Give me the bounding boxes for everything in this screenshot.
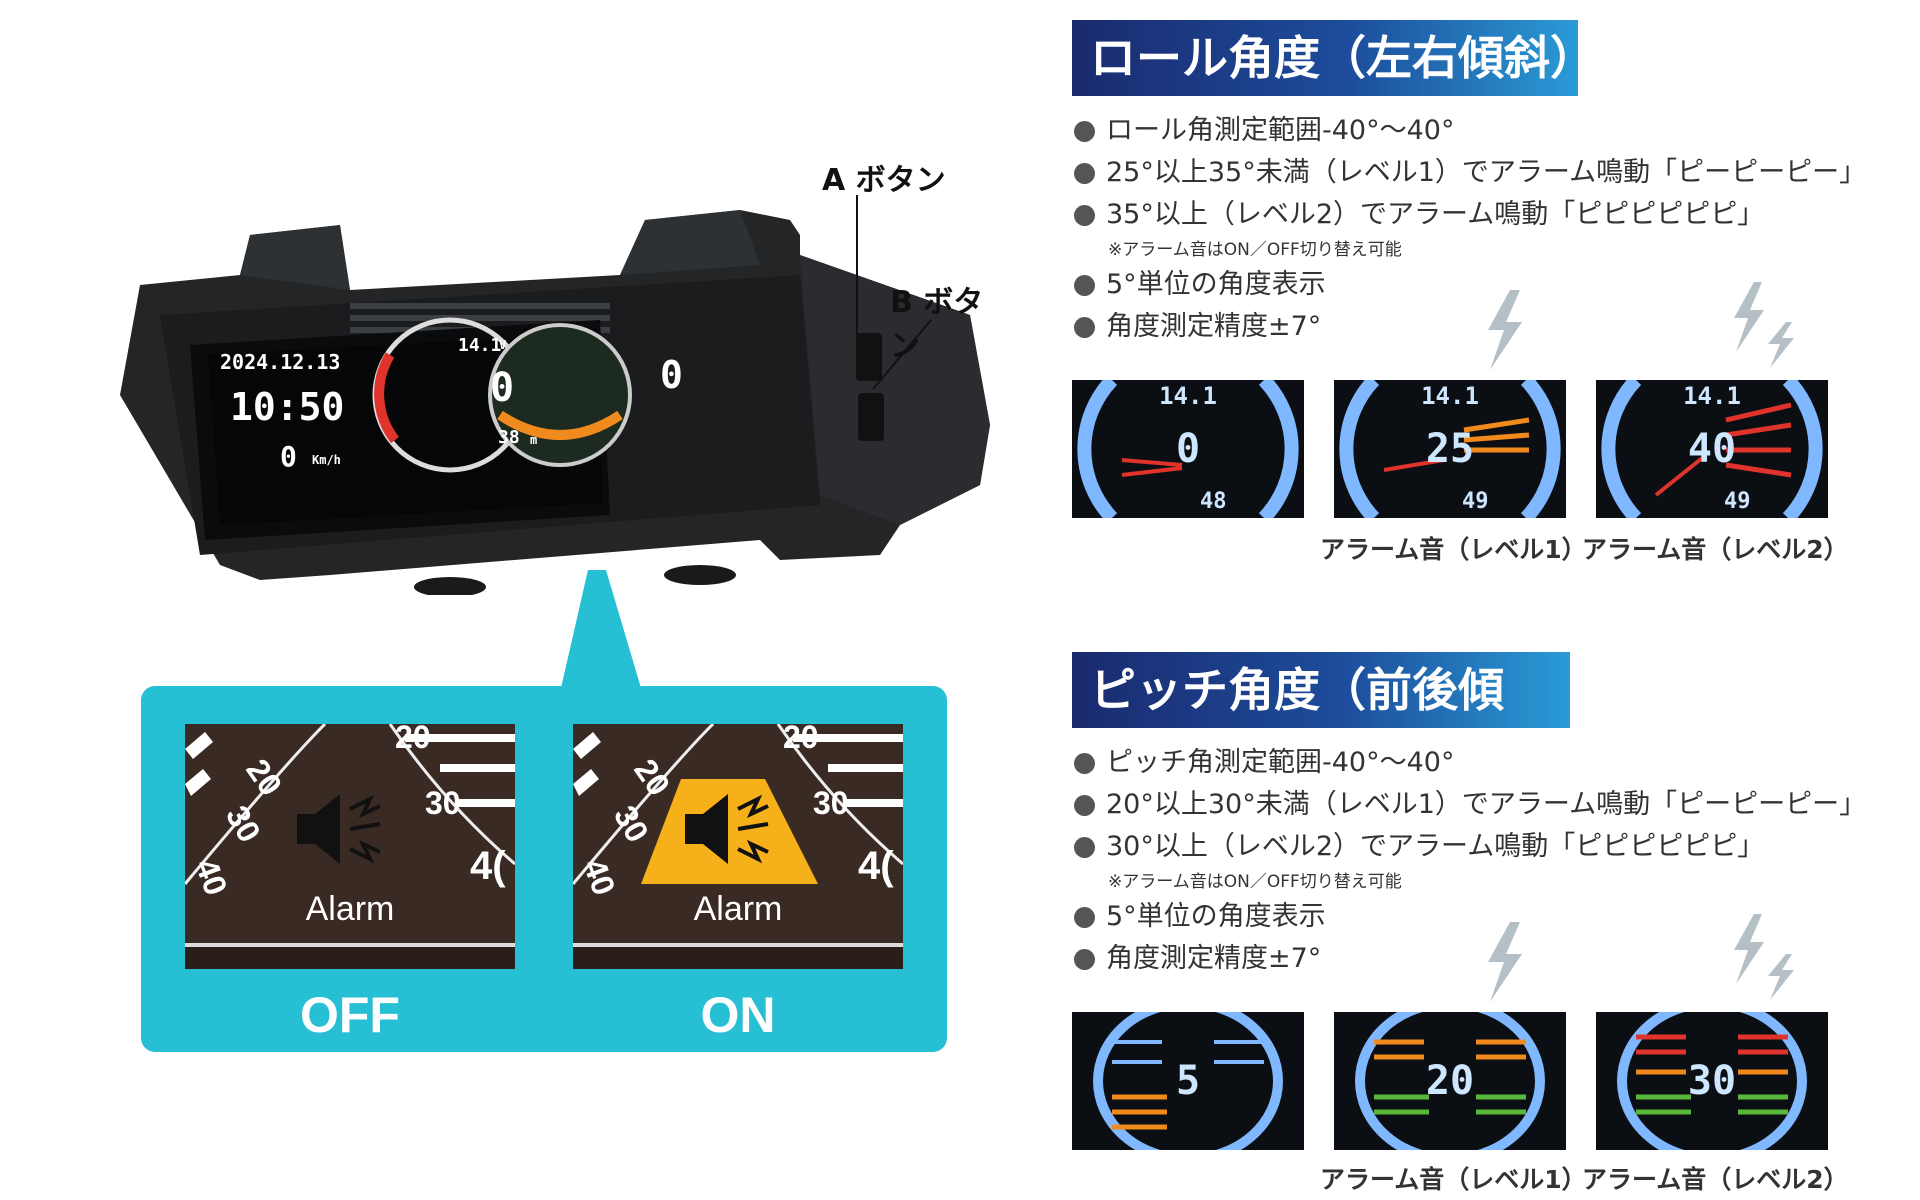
list-item: 5°単位の角度表示: [1074, 264, 1874, 306]
off-alarm-label: Alarm: [305, 890, 395, 928]
device-body: [120, 210, 990, 597]
screen-speed: 0: [280, 440, 297, 473]
pitch-thumb-2: 30: [1596, 1012, 1828, 1150]
speaker-icon: [685, 794, 769, 864]
pitch-section-title: ピッチ角度（前後傾斜）: [1072, 652, 1570, 793]
lightning-double-icon: [1734, 282, 1794, 368]
list-item: 25°以上35°未満（レベル1）でアラーム鳴動「ピーピーピー」: [1074, 152, 1874, 194]
screen-altitude-unit: m: [530, 433, 538, 447]
off-tick-40b: 4(: [470, 844, 506, 888]
off-tick-20a: 20: [239, 752, 289, 802]
pitch-thumb-0: 5: [1072, 1012, 1304, 1150]
bullet-icon: [1074, 163, 1095, 184]
list-note: ※アラーム音はON／OFF切り替え可能: [1108, 240, 1402, 260]
list-item: 30°以上（レベル2）でアラーム鳴動「ピピピピピピ」: [1074, 826, 1874, 868]
pitch-thumb-1: 20: [1334, 1012, 1566, 1150]
button-b-label: B ボタン: [890, 285, 984, 364]
off-tick-20b: 20: [395, 724, 431, 755]
alarm-on-panel: 20 20 30 30 40 4( Alarm: [573, 724, 903, 969]
off-tick-30b: 30: [425, 785, 461, 821]
list-note: ※アラーム音はON／OFF切り替え可能: [1108, 872, 1402, 892]
list-item: ピッチ角測定範囲-40°～40°: [1074, 742, 1874, 784]
off-state-label[interactable]: OFF: [300, 987, 400, 1043]
roll-section-title: ロール角度（左右傾斜）: [1072, 20, 1596, 96]
alarm-active-background: [641, 779, 818, 884]
button-a-label: A ボタン: [822, 163, 946, 198]
thumb-altitude: 48: [1200, 489, 1227, 514]
screen-time: 10:50: [230, 385, 345, 429]
thumb-voltage: 14.1: [1683, 382, 1741, 410]
lightning-double-icon: [1734, 914, 1794, 1000]
list-item: 35°以上（レベル2）でアラーム鳴動「ピピピピピピ」: [1074, 194, 1874, 236]
screen-altitude: 38: [498, 427, 520, 448]
roll-thumb-1: 14.1 25 49: [1334, 380, 1566, 518]
thumb-altitude: 49: [1462, 489, 1489, 514]
bullet-icon: [1074, 753, 1095, 774]
thumb-altitude: 49: [1724, 489, 1751, 514]
pitch-bullet-list: ピッチ角測定範囲-40°～40° 20°以上30°未満（レベル1）でアラーム鳴動…: [1074, 742, 1874, 980]
screen-voltage-unit: V: [499, 338, 507, 352]
bullet-icon: [1074, 275, 1095, 296]
list-item: 20°以上30°未満（レベル1）でアラーム鳴動「ピーピーピー」: [1074, 784, 1874, 826]
screen-speed-unit: Km/h: [312, 453, 341, 467]
screen-pitch-value: 0: [660, 353, 683, 397]
svg-text:30: 30: [607, 800, 656, 849]
alarm-off-panel: 20 20 30 30 40 4( Alarm: [185, 724, 515, 969]
screen-date: 2024.12.13: [220, 350, 341, 374]
off-panel-bar: [185, 943, 515, 969]
callout-pointer: [561, 570, 641, 688]
bullet-icon: [1074, 795, 1095, 816]
roll-caption-level2: アラーム音（レベル2）: [1582, 535, 1849, 564]
off-tick-30a: 30: [219, 800, 268, 849]
screen-voltage: 14.1: [458, 335, 502, 356]
list-item: ロール角測定範囲-40°～40°: [1074, 110, 1874, 152]
thumb-angle-value: 40: [1687, 426, 1737, 472]
bullet-icon: [1074, 949, 1095, 970]
inclinometer-device: 2024.12.13 10:50 0 Km/h 14.1 V 0 38 m 0 …: [100, 163, 990, 597]
list-item: 角度測定精度±7°: [1074, 938, 1874, 980]
button-a-leader: [856, 195, 858, 335]
bullet-icon: [1074, 907, 1095, 928]
pitch-caption-level2: アラーム音（レベル2）: [1582, 1165, 1849, 1194]
roll-thumb-2: 14.1 40 49: [1596, 380, 1828, 518]
b-button[interactable]: [858, 393, 884, 441]
roll-thumb-0: 14.1 0 48: [1072, 380, 1304, 518]
lightning-icon: [1488, 922, 1522, 1002]
thumb-angle-value: 0: [1175, 426, 1201, 472]
alarm-callout: 20 20 30 30 40 4( Alarm OFF: [141, 686, 947, 1052]
thumb-angle-value: 5: [1175, 1058, 1201, 1104]
bullet-icon: [1074, 317, 1095, 338]
on-panel-bar: [573, 943, 903, 969]
list-item: 5°単位の角度表示: [1074, 896, 1874, 938]
roll-bullet-list: ロール角測定範囲-40°～40° 25°以上35°未満（レベル1）でアラーム鳴動…: [1074, 110, 1874, 348]
a-button[interactable]: [856, 333, 882, 381]
svg-text:4(: 4(: [858, 844, 894, 888]
on-alarm-label: Alarm: [693, 890, 783, 928]
thumb-angle-value: 25: [1425, 426, 1475, 472]
lightning-icon: [1488, 290, 1522, 370]
thumb-angle-value: 30: [1687, 1058, 1737, 1104]
svg-text:30: 30: [813, 785, 849, 821]
speaker-icon: [297, 794, 381, 864]
roll-caption-level1: アラーム音（レベル1）: [1320, 535, 1587, 564]
pitch-caption-level1: アラーム音（レベル1）: [1320, 1165, 1587, 1194]
bullet-icon: [1074, 205, 1095, 226]
thumb-angle-value: 20: [1425, 1058, 1475, 1104]
list-item: 角度測定精度±7°: [1074, 306, 1874, 348]
bullet-icon: [1074, 837, 1095, 858]
svg-text:20: 20: [627, 752, 677, 802]
svg-text:20: 20: [783, 724, 819, 755]
screen-roll-value: 0: [490, 365, 515, 411]
thumb-voltage: 14.1: [1421, 382, 1479, 410]
bullet-icon: [1074, 121, 1095, 142]
on-state-label[interactable]: ON: [700, 987, 776, 1043]
thumb-voltage: 14.1: [1159, 382, 1217, 410]
